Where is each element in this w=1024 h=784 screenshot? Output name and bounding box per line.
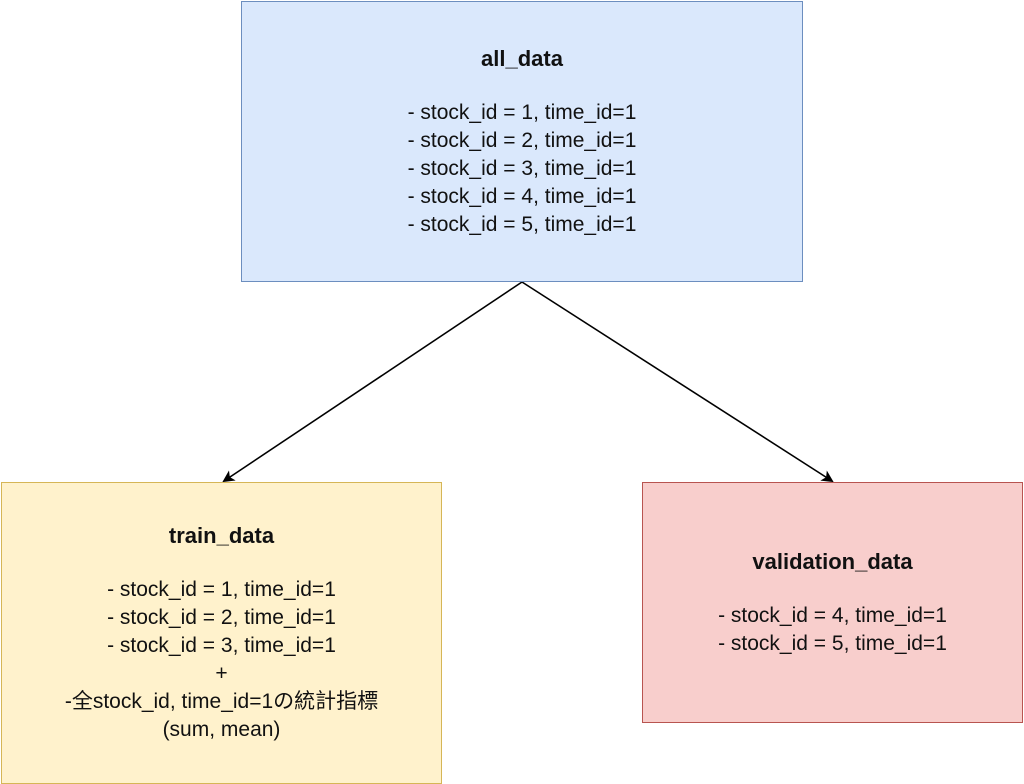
node-all-data-line: - stock_id = 1, time_id=1 xyxy=(407,100,637,124)
node-all-data-lines: - stock_id = 1, time_id=1 - stock_id = 2… xyxy=(408,99,637,239)
node-all-data-line: - stock_id = 4, time_id=1 xyxy=(407,184,637,208)
node-train-data-line: - stock_id = 1, time_id=1 xyxy=(107,578,336,601)
node-train-data-lines: - stock_id = 1, time_id=1 - stock_id = 2… xyxy=(65,576,378,744)
node-train-data-plus: + xyxy=(215,662,228,685)
node-train-data-title: train_data xyxy=(168,523,275,548)
node-validation-data-line: - stock_id = 5, time_id=1 xyxy=(718,631,947,655)
node-all-data-line: - stock_id = 5, time_id=1 xyxy=(407,212,637,236)
node-train-data-stats-detail: (sum, mean) xyxy=(162,718,281,741)
node-train-data-stats-line: -全stock_id, time_id=1の統計指標 xyxy=(64,690,379,713)
edge-all-data-to-validation-data xyxy=(521,281,834,483)
node-validation-data: validation_data - stock_id = 4, time_id=… xyxy=(642,482,1023,723)
node-all-data: all_data - stock_id = 1, time_id=1 - sto… xyxy=(241,1,803,282)
node-train-data-line: - stock_id = 2, time_id=1 xyxy=(107,606,336,629)
node-train-data: train_data - stock_id = 1, time_id=1 - s… xyxy=(1,482,442,784)
node-validation-data-lines: - stock_id = 4, time_id=1 - stock_id = 5… xyxy=(718,602,947,658)
node-validation-data-line: - stock_id = 4, time_id=1 xyxy=(718,603,947,627)
node-all-data-title: all_data xyxy=(481,45,563,71)
node-all-data-line: - stock_id = 2, time_id=1 xyxy=(407,128,637,152)
node-train-data-line: - stock_id = 3, time_id=1 xyxy=(107,634,336,657)
node-all-data-line: - stock_id = 3, time_id=1 xyxy=(407,156,637,180)
edge-all-data-to-train-data xyxy=(222,281,523,483)
node-validation-data-title: validation_data xyxy=(752,548,913,574)
